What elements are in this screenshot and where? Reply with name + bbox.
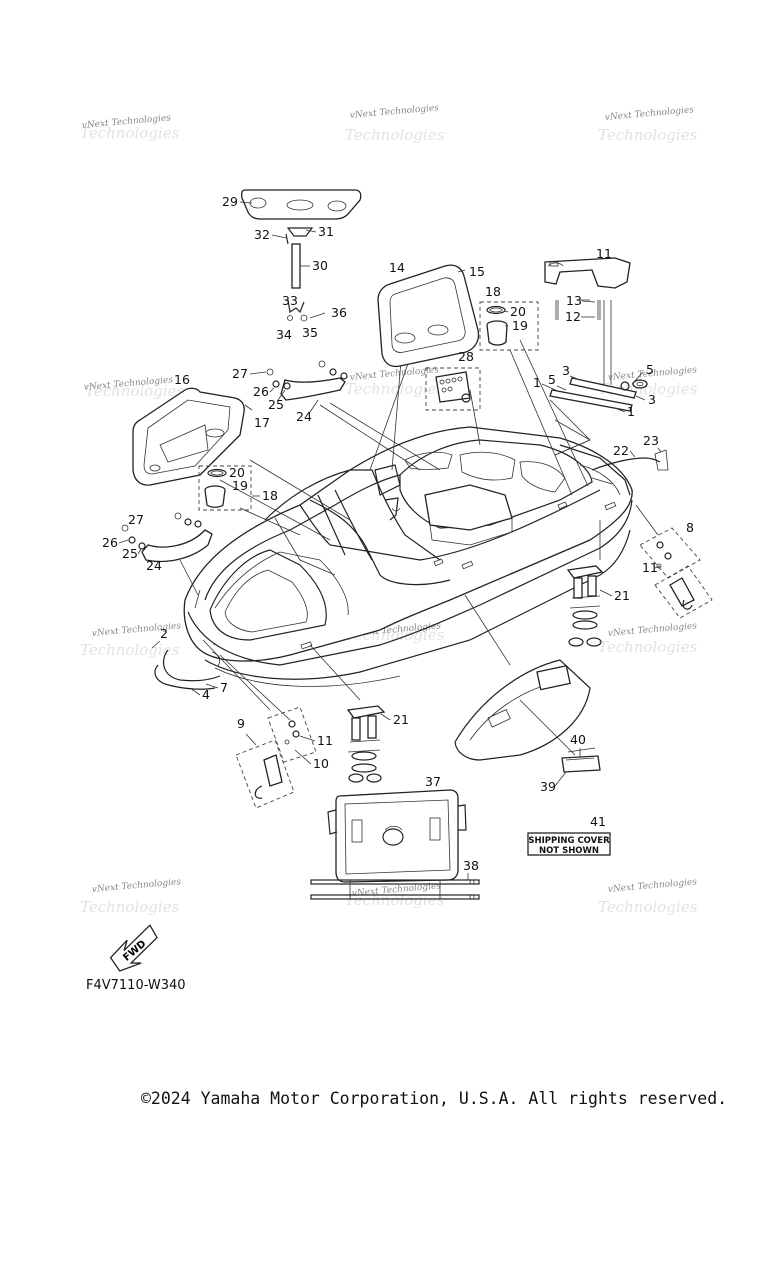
part-22-cleat-lower [346, 705, 386, 783]
shipping-note-line2: NOT SHOWN [539, 846, 599, 856]
callout-12: 11 [596, 246, 612, 261]
callout-16: 15 [469, 264, 485, 279]
callout-37: 36 [331, 305, 347, 320]
svg-text:Technologies: Technologies [85, 382, 185, 400]
svg-text:Technologies: Technologies [80, 898, 180, 916]
callout-4: 4 [202, 687, 210, 702]
diagram-code: F4V7110-W340 [86, 978, 186, 993]
callout-5-right: 5 [646, 362, 654, 377]
svg-text:Technologies: Technologies [598, 898, 698, 916]
callout-30: 29 [222, 194, 238, 209]
callout-7: 7 [220, 680, 228, 695]
callout-32: 31 [318, 224, 334, 239]
part-12-step-bracket [544, 257, 631, 320]
callout-13: 12 [565, 309, 581, 324]
part-9-tow-eye-kit [235, 706, 317, 809]
part-8-tow-eye-kit [639, 527, 713, 619]
part-25-grab-handle-upper [266, 360, 348, 401]
callout-24: 23 [643, 433, 659, 448]
callout-40: 39 [540, 779, 556, 794]
watermark-text: vNext Technologies [349, 103, 439, 121]
part-1-3-5-rails [549, 377, 648, 456]
callout-3: 3 [562, 363, 570, 378]
callout-1: 1 [533, 375, 541, 390]
watermark-text: vNext Technologies [91, 877, 181, 895]
callout-25: 24 [296, 409, 312, 424]
callout-27-lower: 26 [102, 535, 118, 550]
part-19-cup-holder-kit-upper [479, 301, 539, 351]
svg-text:Technologies: Technologies [598, 126, 698, 144]
callout-1-right: 1 [627, 404, 635, 419]
part-23-24-harness [591, 449, 669, 471]
part-17-storage-box [132, 387, 253, 486]
part-15-storage-tray [377, 264, 480, 368]
svg-text:Technologies: Technologies [80, 124, 180, 142]
callout-27: 26 [253, 384, 269, 399]
callout-39: 38 [463, 858, 479, 873]
part-22-cleat-upper [566, 565, 604, 647]
callout-23: 22 [613, 443, 629, 458]
shipping-note-line1: SHIPPING COVER [528, 836, 610, 846]
part-2-4-7-strakes [154, 649, 221, 690]
callout-21-lower: 20 [229, 465, 245, 480]
callout-19: 18 [485, 284, 501, 299]
callout-3-right: 3 [648, 392, 656, 407]
leader-lines [179, 255, 659, 756]
boat-hull [183, 426, 633, 687]
callout-26-lower: 25 [122, 546, 138, 561]
detail-view-storage-pocket [454, 659, 601, 773]
callout-21: 20 [510, 304, 526, 319]
shipping-cover-note: SHIPPING COVER NOT SHOWN [527, 832, 611, 856]
callout-10: 10 [313, 756, 329, 771]
callout-20-lower: 19 [232, 478, 248, 493]
part-19-cup-holder-kit-lower [198, 465, 252, 511]
callout-26: 25 [268, 397, 284, 412]
callout-28: 27 [232, 366, 248, 381]
callout-38: 37 [425, 774, 441, 789]
callout-9: 9 [237, 716, 245, 731]
callout-19-lower: 18 [262, 488, 278, 503]
callout-2: 2 [160, 626, 168, 641]
part-25-grab-handle-lower [121, 512, 213, 563]
callout-22-lower: 21 [393, 712, 409, 727]
callout-numbers: 29 31 32 30 33 36 35 34 14 15 18 20 19 1… [102, 194, 694, 880]
callout-36: 35 [302, 325, 318, 340]
callout-20: 19 [512, 318, 528, 333]
callout-35: 34 [276, 327, 292, 342]
callout-18: 17 [254, 415, 270, 430]
callout-22-upper: 21 [614, 588, 630, 603]
callout-31: 30 [312, 258, 328, 273]
callout-42: 41 [590, 814, 606, 829]
watermark-text: vNext Technologies [604, 105, 694, 123]
fwd-arrow-icon: FWD [109, 924, 158, 972]
svg-text:Technologies: Technologies [345, 380, 445, 398]
copyright-notice: ©2024 Yamaha Motor Corporation, U.S.A. A… [141, 1089, 728, 1108]
callout-5: 5 [548, 372, 556, 387]
svg-text:Technologies: Technologies [598, 638, 698, 656]
callout-11-right: 11 [642, 560, 658, 575]
watermark-text: vNext Technologies [607, 877, 697, 895]
watermark-text: vNext Technologies [91, 621, 181, 639]
callout-28-lower: 27 [128, 512, 144, 527]
part-38-cooler [327, 789, 467, 883]
callout-34: 33 [282, 293, 298, 308]
callout-41: 40 [570, 732, 586, 747]
part-29-switch-panel [425, 367, 481, 411]
callout-15: 14 [389, 260, 405, 275]
callout-33: 32 [254, 227, 270, 242]
callout-29: 28 [458, 349, 474, 364]
watermark-text: vNext Technologies [607, 621, 697, 639]
callout-25-lower: 24 [146, 558, 162, 573]
part-39-strap [310, 879, 480, 900]
callout-8: 8 [686, 520, 694, 535]
svg-text:Technologies: Technologies [345, 126, 445, 144]
callout-11: 11 [317, 733, 333, 748]
callout-14: 13 [566, 293, 582, 308]
part-30-hatch-lid [240, 189, 362, 322]
callout-17: 16 [174, 372, 190, 387]
